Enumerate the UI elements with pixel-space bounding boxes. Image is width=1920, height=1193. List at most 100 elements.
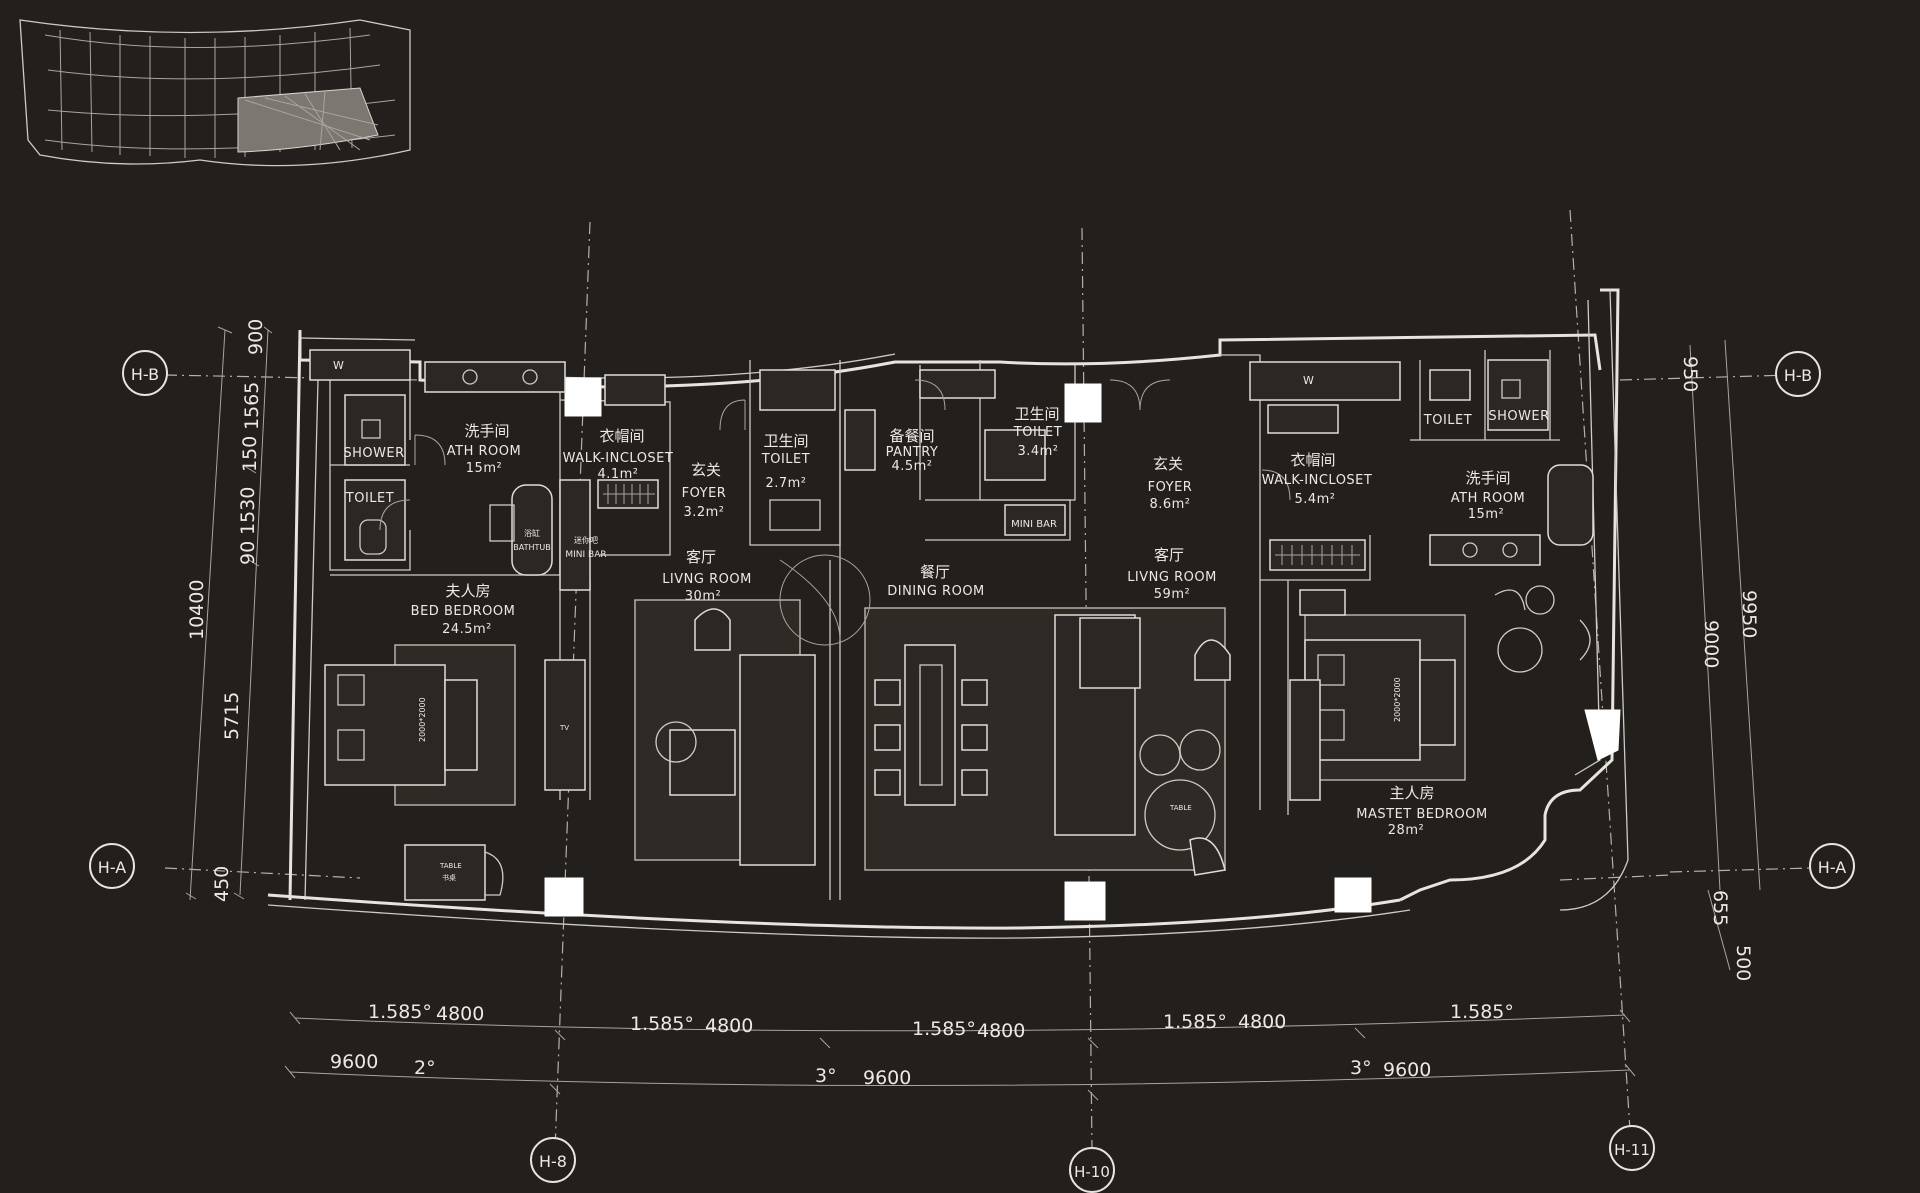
svg-text:W: W [1303,374,1314,387]
svg-text:5.4m²: 5.4m² [1294,492,1335,507]
svg-text:FOYER: FOYER [682,486,727,501]
svg-text:MASTET BEDROOM: MASTET BEDROOM [1356,807,1487,822]
svg-text:H-B: H-B [1784,366,1812,385]
svg-text:3°: 3° [815,1065,837,1087]
svg-text:8.6m²: 8.6m² [1149,497,1190,512]
svg-text:H-B: H-B [131,365,159,384]
svg-text:BED BEDROOM: BED BEDROOM [411,604,516,619]
svg-text:H-10: H-10 [1074,1163,1110,1181]
svg-text:H-11: H-11 [1614,1141,1650,1159]
svg-text:500: 500 [1732,945,1754,981]
room-label-dining: 餐厅 DINING ROOM [887,563,985,599]
svg-text:TV: TV [559,724,569,732]
room-label-minibar-mid: MINI BAR [1011,519,1057,530]
svg-text:1.585°: 1.585° [912,1018,976,1040]
room-label-bed-left: 夫人房 BED BEDROOM 24.5m² [411,582,516,637]
grid-bubble-h8: H-8 [530,1137,576,1183]
svg-text:9000: 9000 [1700,620,1722,668]
svg-text:WALK-INCLOSET: WALK-INCLOSET [563,451,674,466]
svg-text:FOYER: FOYER [1148,480,1193,495]
svg-text:5715: 5715 [221,692,243,740]
svg-text:H-A: H-A [98,858,126,877]
svg-text:10400: 10400 [186,580,208,640]
svg-text:15m²: 15m² [1468,507,1504,522]
svg-text:1.585°: 1.585° [368,1001,432,1023]
svg-text:9600: 9600 [863,1067,911,1089]
dimension-lines [185,326,1761,1101]
svg-text:洗手间: 洗手间 [464,422,509,440]
svg-text:ATH ROOM: ATH ROOM [447,444,521,459]
svg-text:TABLE: TABLE [439,862,462,870]
svg-text:450: 450 [211,866,233,902]
grid-bubble-hb-left: H-B [122,350,168,396]
svg-text:3.4m²: 3.4m² [1017,444,1058,459]
svg-text:4800: 4800 [705,1015,753,1037]
svg-text:TABLE: TABLE [1169,804,1192,812]
svg-text:衣帽间: 衣帽间 [1290,451,1335,469]
svg-text:书桌: 书桌 [442,873,456,882]
dimension-labels: 900 1565 150 1530 90 10400 5715 450 950 … [186,319,1760,1089]
svg-text:2000*2000: 2000*2000 [418,697,427,742]
svg-text:BATHTUB: BATHTUB [513,543,550,552]
room-label-bathtub: 浴缸 BATHTUB [513,528,550,552]
svg-text:1.585°: 1.585° [1163,1011,1227,1033]
svg-text:迷你吧: 迷你吧 [574,535,598,545]
svg-text:3.2m²: 3.2m² [683,505,724,520]
svg-text:3°: 3° [1350,1057,1372,1079]
svg-text:TOILET: TOILET [761,452,810,467]
svg-text:90: 90 [237,541,259,565]
room-label-closet-left: 衣帽间 WALK-INCLOSET 4.1m² [563,427,674,482]
room-label-bath-left: 洗手间 ATH ROOM 15m² [447,422,521,476]
svg-text:餐厅: 餐厅 [920,563,950,581]
svg-text:客厅: 客厅 [1154,546,1184,564]
svg-text:LIVNG ROOM: LIVNG ROOM [1127,570,1217,585]
room-label-living-left: 客厅 LIVNG ROOM 30m² [662,548,752,604]
svg-text:28m²: 28m² [1388,823,1424,838]
svg-text:客厅: 客厅 [686,548,716,566]
room-label-bath-right: 洗手间 ATH ROOM 15m² [1451,469,1525,522]
room-label-living-right: 客厅 LIVNG ROOM 59m² [1127,546,1217,602]
key-plan-thumbnail [19,19,411,167]
svg-text:1530: 1530 [237,487,259,535]
svg-text:4800: 4800 [436,1003,484,1025]
svg-text:H-A: H-A [1818,858,1846,877]
svg-text:ATH ROOM: ATH ROOM [1451,491,1525,506]
svg-text:玄关: 玄关 [1153,455,1183,473]
svg-text:2.7m²: 2.7m² [765,476,806,491]
structural-columns [544,377,1621,921]
svg-text:150: 150 [239,436,261,472]
room-label-toilet-mid: 卫生间 TOILET 2.7m² [761,432,810,491]
svg-text:4.1m²: 4.1m² [597,467,638,482]
grid-bubble-ha-right: H-A [1809,843,1855,889]
svg-text:PANTRY: PANTRY [886,445,939,460]
svg-text:WALK-INCLOSET: WALK-INCLOSET [1262,473,1373,488]
svg-text:LIVNG ROOM: LIVNG ROOM [662,572,752,587]
room-label-foyer-right: 玄关 FOYER 8.6m² [1148,455,1193,512]
room-label-master: 主人房 MASTET BEDROOM 28m² [1356,784,1487,838]
svg-text:DINING ROOM: DINING ROOM [887,584,985,599]
room-label-pantry: 备餐间 PANTRY 4.5m² [886,427,939,474]
svg-text:9600: 9600 [330,1051,378,1073]
svg-text:备餐间: 备餐间 [889,427,934,445]
room-label-toilet-right: TOILET [1423,413,1472,428]
svg-text:主人房: 主人房 [1389,784,1434,802]
svg-text:浴缸: 浴缸 [524,528,540,538]
svg-text:4800: 4800 [1238,1011,1286,1033]
svg-text:衣帽间: 衣帽间 [599,427,644,445]
svg-text:9950: 9950 [1738,590,1760,638]
svg-text:4.5m²: 4.5m² [891,459,932,474]
svg-text:MINI BAR: MINI BAR [565,550,606,560]
svg-text:59m²: 59m² [1154,587,1190,602]
svg-text:2°: 2° [414,1057,436,1079]
svg-text:1.585°: 1.585° [1450,1001,1514,1023]
svg-text:W: W [333,359,344,372]
svg-text:1565: 1565 [241,382,263,430]
svg-text:洗手间: 洗手间 [1465,469,1510,487]
room-label-minibar-left: 迷你吧 MINI BAR [565,535,606,560]
svg-text:卫生间: 卫生间 [1014,405,1059,423]
svg-text:TOILET: TOILET [1013,425,1062,440]
grid-bubble-h11: H-11 [1609,1125,1655,1171]
svg-text:卫生间: 卫生间 [763,432,808,450]
svg-text:15m²: 15m² [466,461,502,476]
